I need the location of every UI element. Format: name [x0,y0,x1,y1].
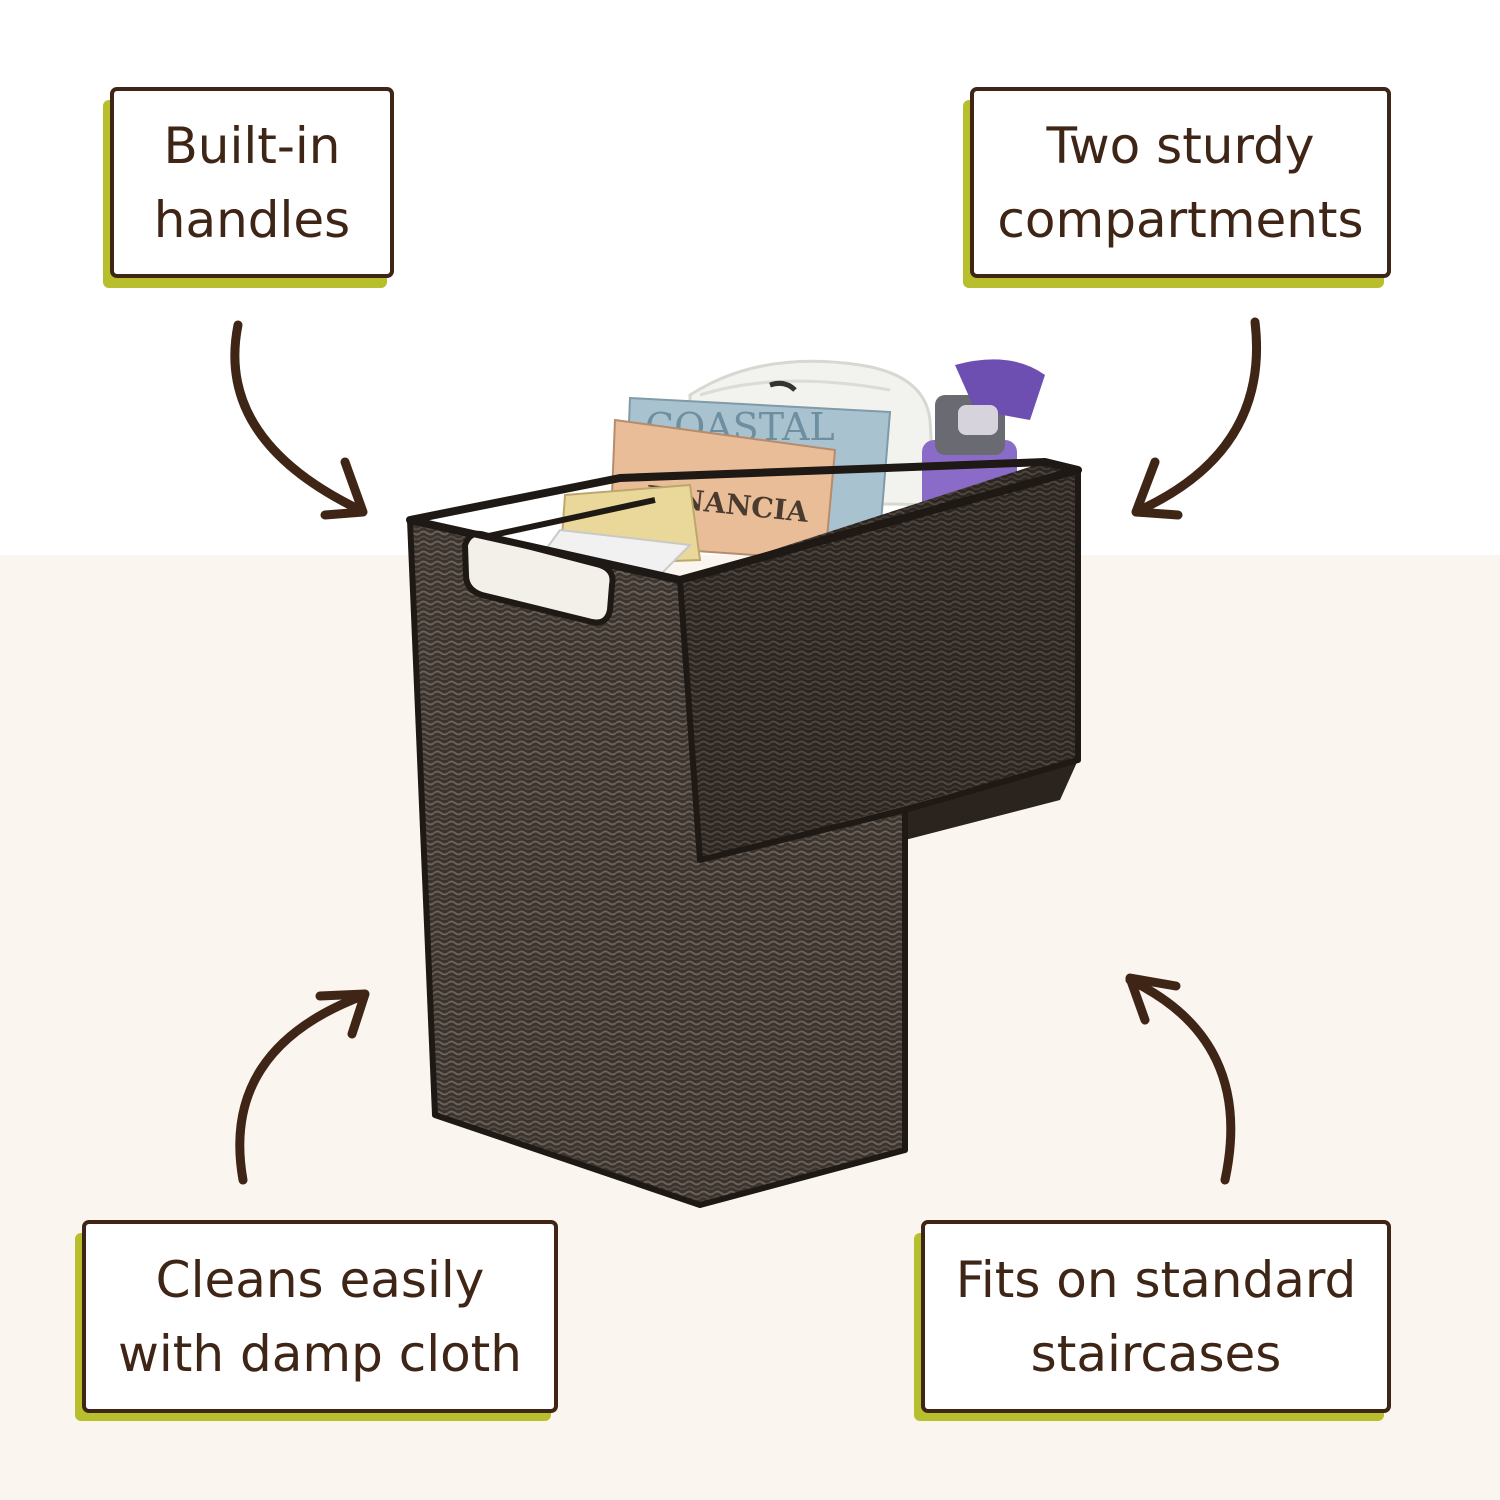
arrow-bottom-right-icon [1125,973,1236,1185]
callout-line: with damp cloth [118,1324,522,1383]
magazines: COASTAL FINANCIA [503,396,892,627]
callout-line: handles [153,190,351,249]
callout-cleans-easily: Cleans easily with damp cloth [82,1220,558,1413]
basket [406,458,1082,1208]
arrow-bottom-left-icon [235,989,370,1185]
callout-line: compartments [997,190,1364,249]
callout-built-in-handles: Built-in handles [110,87,394,278]
callout-line: Fits on standard [955,1250,1357,1309]
arrow-top-right-icon [1131,317,1261,520]
callout-line: staircases [1030,1324,1282,1383]
callout-line: Built-in [163,116,341,175]
callout-two-compartments: Two sturdy compartments [970,87,1391,278]
callout-line: Two sturdy [1046,116,1315,175]
arrow-top-left-icon [230,320,368,520]
callout-fits-staircases: Fits on standard staircases [921,1220,1391,1413]
callout-line: Cleans easily [155,1250,485,1309]
